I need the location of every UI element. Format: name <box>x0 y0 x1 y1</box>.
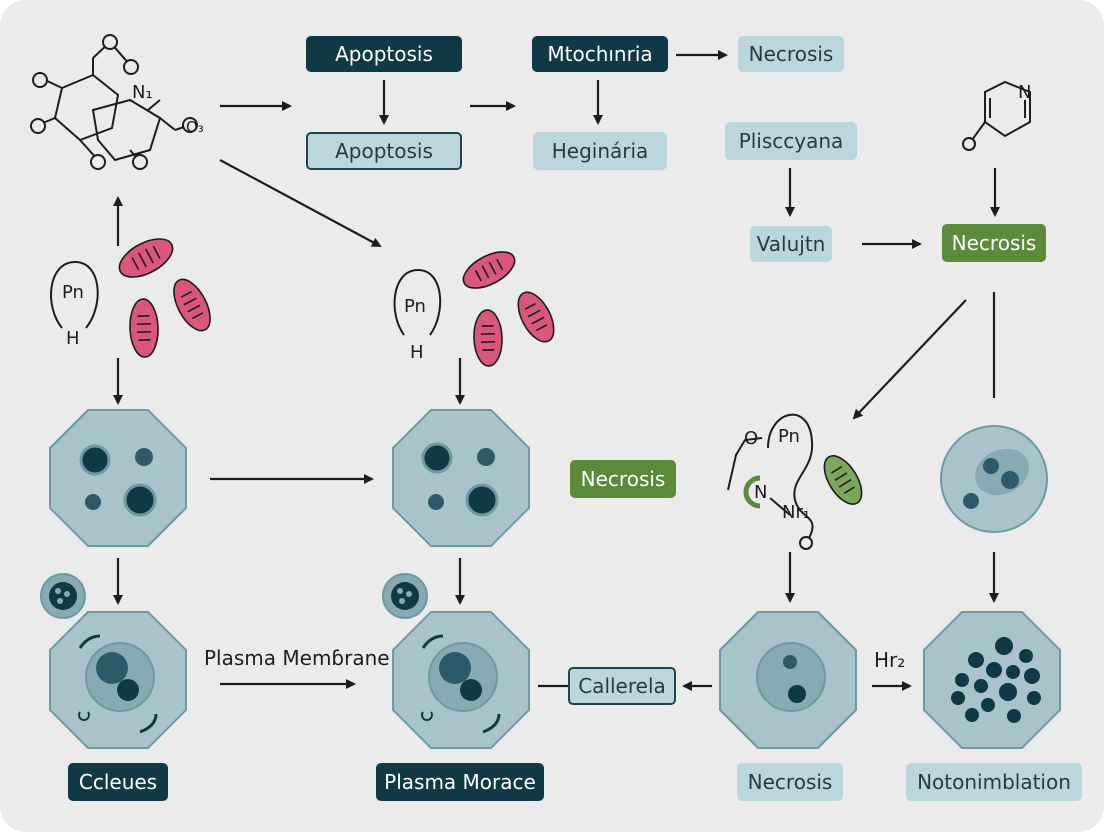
label-mitochondria-top: Mtochınria <box>532 36 668 72</box>
label-callerela: Callerela <box>568 667 676 705</box>
cell-icon <box>392 611 530 749</box>
label-apoptosis-mid: Apoptosis <box>306 132 462 170</box>
cell-icon <box>940 425 1048 533</box>
label-pliscyana: Plisссyana <box>725 122 857 160</box>
label-apoptosis-top: Apoptosis <box>306 36 462 72</box>
chem-o3: O₃ <box>186 118 204 136</box>
chem-pn-right: Pn <box>778 426 800 447</box>
cell-icon <box>923 611 1061 749</box>
chem-pn-left: Pn <box>62 282 84 303</box>
label-valujtn: Valujtn <box>750 226 832 262</box>
label-necrosis-green-right: Necrosis <box>942 224 1046 262</box>
chem-h-mid: H <box>410 342 424 363</box>
label-necrosis-green-center: Necrosis <box>570 460 676 498</box>
chem-n1: N₁ <box>132 82 153 103</box>
label-heginaria: Hegináriа <box>533 132 667 170</box>
label-plasma-morace: Plasma Morace <box>376 763 544 801</box>
cell-icon <box>392 409 530 547</box>
label-hr2: Hr₂ <box>874 648 906 672</box>
cell-icon <box>719 611 857 749</box>
label-ccleues: Ccleues <box>68 763 168 801</box>
cell-icon <box>49 409 187 547</box>
chem-o-right: O <box>744 428 759 449</box>
label-plasma-membrane: Plasma Memɓrane <box>204 646 390 670</box>
chem-h-left: H <box>66 328 80 349</box>
vesicle-icon <box>382 573 428 619</box>
cell-icon <box>49 611 187 749</box>
chem-nr1: Nr₁ <box>782 502 811 523</box>
pn-loop-left <box>50 260 99 329</box>
flow-arrows <box>113 50 1000 691</box>
pn-chain-right <box>727 413 814 550</box>
mitochondria-icon <box>118 238 863 505</box>
vesicle-icon <box>40 573 86 619</box>
chem-pyridine-n: N <box>1018 82 1032 103</box>
label-necrosis-bottom: Necrosis <box>737 763 843 801</box>
pyridine-icon <box>962 80 1031 151</box>
chem-pn-mid: Pn <box>404 296 426 317</box>
molecule-icon <box>30 34 198 170</box>
chem-n-right: N <box>754 482 768 503</box>
label-necrosis-top: Necrosis <box>738 36 844 72</box>
label-notonimblation: Notonimblation <box>906 763 1082 801</box>
pn-loop-mid <box>393 268 442 336</box>
